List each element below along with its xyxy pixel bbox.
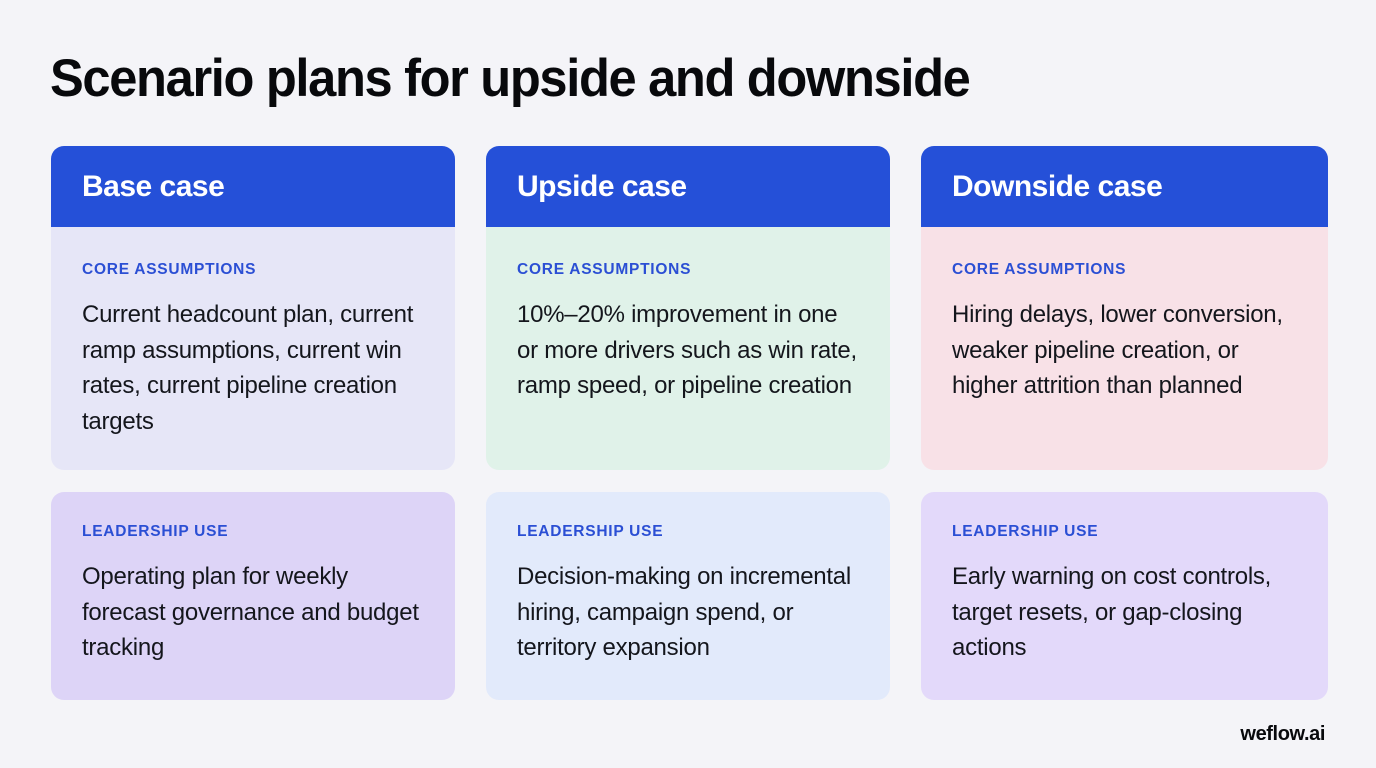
section-label-core-assumptions: CORE ASSUMPTIONS <box>82 261 257 278</box>
leadership-card-downside: LEADERSHIP USE Early warning on cost con… <box>921 492 1328 700</box>
section-label-leadership-use: LEADERSHIP USE <box>82 523 229 540</box>
section-text-leadership-use: Early warning on cost controls, target r… <box>952 563 1272 661</box>
section-text-leadership-use: Operating plan for weekly forecast gover… <box>82 563 419 661</box>
card-header-title: Upside case <box>517 169 687 203</box>
card-header-title: Base case <box>82 169 225 203</box>
card-body-core-base: CORE ASSUMPTIONS Current headcount plan,… <box>51 227 455 470</box>
scenario-card-base: Base case CORE ASSUMPTIONS Current headc… <box>51 146 455 470</box>
section-text-core-assumptions: 10%–20% improvement in one or more drive… <box>517 301 857 399</box>
scenario-card-upside: Upside case CORE ASSUMPTIONS 10%–20% imp… <box>486 146 890 470</box>
card-body-core-upside: CORE ASSUMPTIONS 10%–20% improvement in … <box>486 227 890 470</box>
section-label-leadership-use: LEADERSHIP USE <box>517 523 664 540</box>
section-text-leadership-use: Decision-making on incremental hiring, c… <box>517 563 851 661</box>
footer-logo: weflow.ai <box>1240 723 1325 745</box>
section-label-leadership-use: LEADERSHIP USE <box>952 523 1099 540</box>
section-text-core-assumptions: Hiring delays, lower conversion, weaker … <box>952 301 1283 399</box>
section-label-core-assumptions: CORE ASSUMPTIONS <box>517 261 692 278</box>
leadership-card-base: LEADERSHIP USE Operating plan for weekly… <box>51 492 455 700</box>
page-title: Scenario plans for upside and downside <box>50 49 971 108</box>
scenario-card-downside: Downside case CORE ASSUMPTIONS Hiring de… <box>921 146 1328 470</box>
card-header-downside: Downside case <box>921 146 1328 227</box>
leadership-card-upside: LEADERSHIP USE Decision-making on increm… <box>486 492 890 700</box>
section-label-core-assumptions: CORE ASSUMPTIONS <box>952 261 1127 278</box>
card-header-upside: Upside case <box>486 146 890 227</box>
section-text-core-assumptions: Current headcount plan, current ramp ass… <box>82 301 414 435</box>
card-header-base: Base case <box>51 146 455 227</box>
scenario-grid: Base case CORE ASSUMPTIONS Current headc… <box>51 146 1328 700</box>
card-body-core-downside: CORE ASSUMPTIONS Hiring delays, lower co… <box>921 227 1328 470</box>
card-header-title: Downside case <box>952 169 1163 203</box>
